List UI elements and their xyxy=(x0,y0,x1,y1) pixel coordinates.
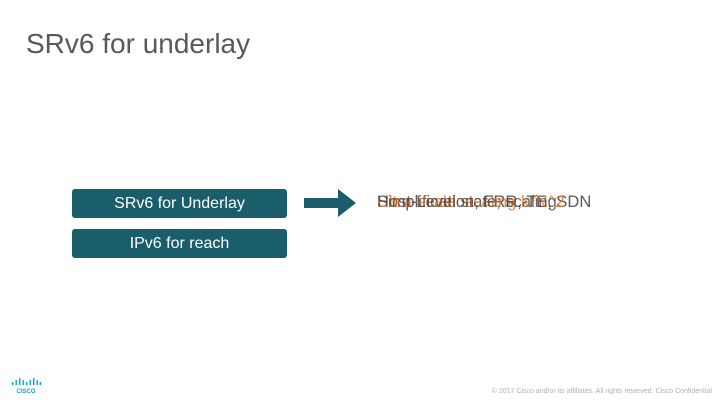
right-arrow-icon xyxy=(304,189,356,217)
srv6-underlay-box: SRv6 for Underlay xyxy=(72,189,287,218)
slide-title: SRv6 for underlay xyxy=(26,28,251,59)
benefit-text-host-level: Host-Level state; scaling xyxy=(377,193,557,211)
footer-copyright: © 2017 Cisco and/or its affiliates. All … xyxy=(491,388,712,395)
cisco-logo-icon: CISCO xyxy=(12,378,41,395)
benefit-text-ultra-scale: Ultra-scale: scaling k*N^2 xyxy=(377,193,565,211)
srv6-underlay-label: SRv6 for Underlay xyxy=(114,194,245,212)
benefit-text-simplification: Simplification, FRR, TE, SDN xyxy=(377,193,592,211)
overlapping-benefits-text: Simplification, FRR, TE, SDN Ultra-scale… xyxy=(377,193,677,217)
cisco-logo-text: CISCO xyxy=(16,389,35,395)
ipv6-reach-label: IPv6 for reach xyxy=(129,234,230,252)
ipv6-reach-box: IPv6 for reach xyxy=(72,229,287,258)
